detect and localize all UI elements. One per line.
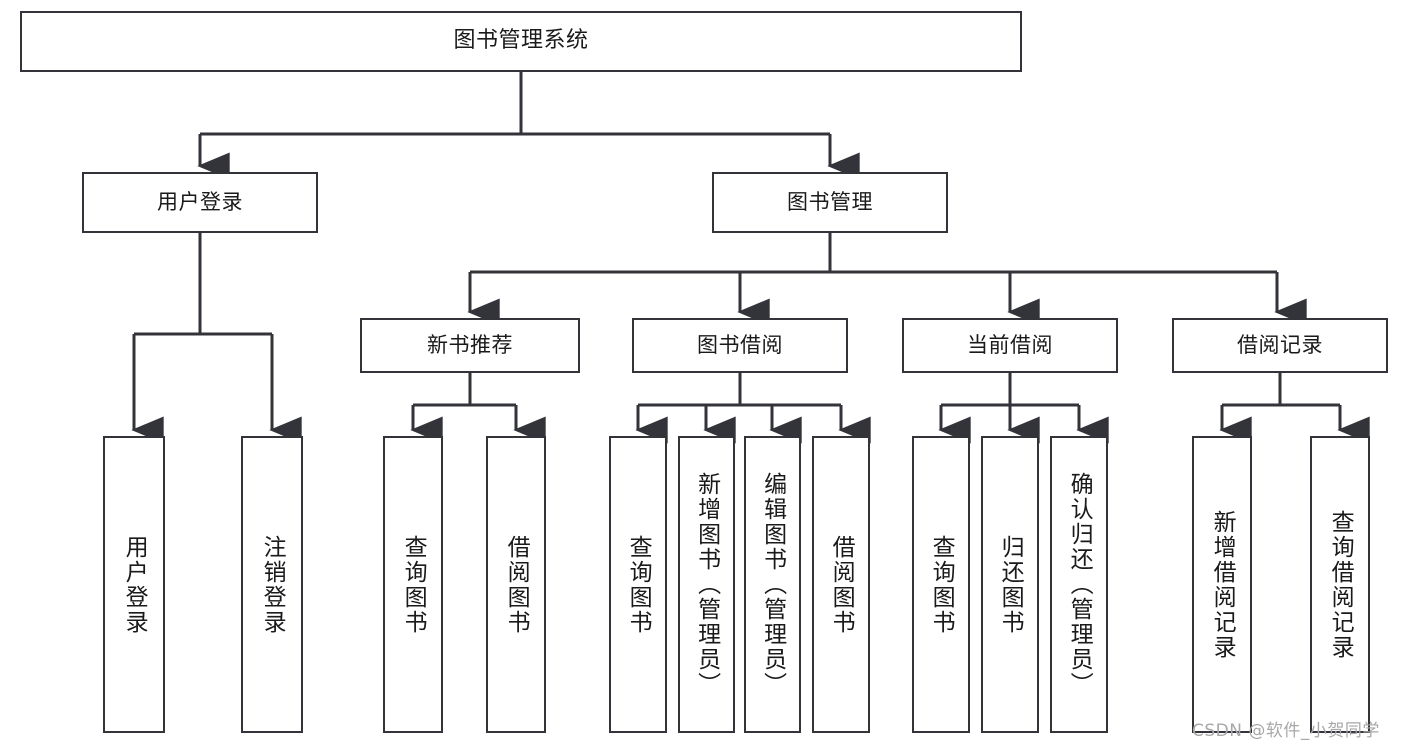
node-label: 借阅图书 — [828, 534, 855, 635]
node-book-management[interactable]: 图书管理 — [712, 172, 948, 233]
node-label: 用户登录 — [157, 189, 243, 214]
leaf-add-borrow-record[interactable]: 新增借阅记录 — [1192, 436, 1252, 733]
node-label: 新书推荐 — [427, 332, 513, 357]
node-label: 当前借阅 — [967, 332, 1053, 357]
node-user-login[interactable]: 用户登录 — [82, 172, 318, 233]
node-root-system[interactable]: 图书管理系统 — [20, 11, 1022, 72]
node-label: 新增图书（管理员） — [693, 472, 720, 697]
leaf-query-book-borrow[interactable]: 查询图书 — [609, 436, 667, 733]
node-label: 新增借阅记录 — [1209, 509, 1236, 660]
node-label: 图书管理 — [787, 189, 873, 214]
node-current-borrow[interactable]: 当前借阅 — [902, 318, 1118, 373]
node-label: 归还图书 — [997, 534, 1024, 635]
node-label: 查询图书 — [400, 534, 427, 635]
node-borrow-record[interactable]: 借阅记录 — [1172, 318, 1388, 373]
node-book-borrow[interactable]: 图书借阅 — [632, 318, 848, 373]
leaf-query-book-current[interactable]: 查询图书 — [912, 436, 970, 733]
node-label: 借阅图书 — [503, 534, 530, 635]
node-label: 用户登录 — [121, 534, 148, 635]
leaf-confirm-return-admin[interactable]: 确认归还（管理员） — [1050, 436, 1108, 733]
leaf-logout[interactable]: 注销登录 — [241, 436, 303, 733]
node-label: 图书借阅 — [697, 332, 783, 357]
node-label: 查询图书 — [928, 534, 955, 635]
leaf-add-book-admin[interactable]: 新增图书（管理员） — [678, 436, 735, 733]
leaf-user-login[interactable]: 用户登录 — [103, 436, 165, 733]
node-label: 查询图书 — [625, 534, 652, 635]
leaf-borrow-book-newbook[interactable]: 借阅图书 — [486, 436, 546, 733]
node-label: 编辑图书（管理员） — [759, 472, 786, 697]
leaf-borrow-book-borrow[interactable]: 借阅图书 — [812, 436, 870, 733]
watermark-credit: CSDN @软件_小贺同学 — [1192, 721, 1380, 741]
node-new-book-recommend[interactable]: 新书推荐 — [360, 318, 580, 373]
node-label: 借阅记录 — [1237, 332, 1323, 357]
node-label: 查询借阅记录 — [1327, 509, 1354, 660]
node-label: 确认归还（管理员） — [1066, 472, 1093, 697]
leaf-query-book-newbook[interactable]: 查询图书 — [383, 436, 443, 733]
leaf-query-borrow-record[interactable]: 查询借阅记录 — [1310, 436, 1370, 733]
node-label: 图书管理系统 — [453, 28, 589, 54]
node-label: 注销登录 — [259, 534, 286, 635]
leaf-return-book[interactable]: 归还图书 — [981, 436, 1039, 733]
leaf-edit-book-admin[interactable]: 编辑图书（管理员） — [744, 436, 801, 733]
